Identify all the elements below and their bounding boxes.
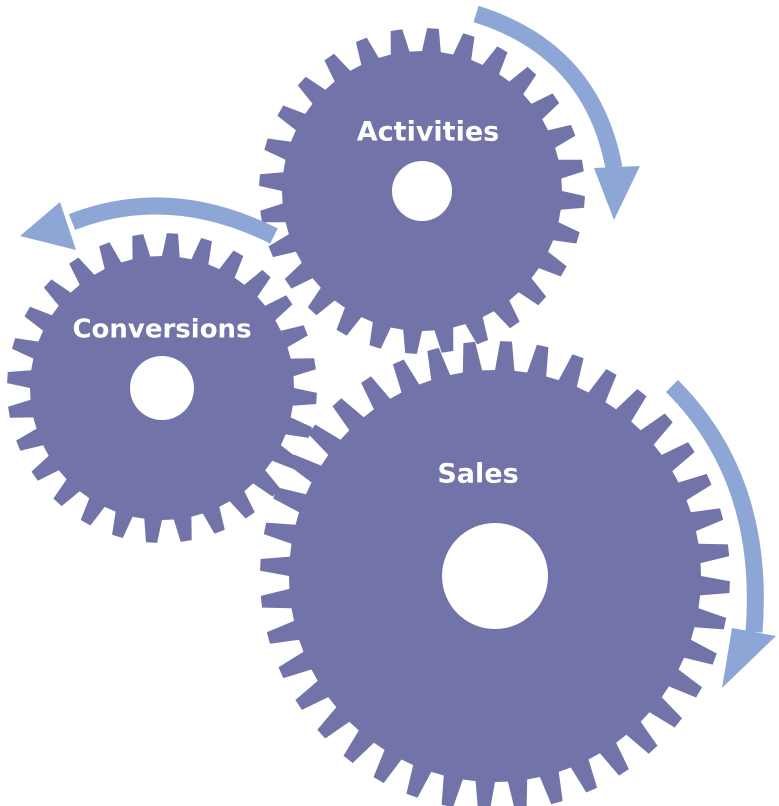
arrow-conversions-counterclockwise — [68, 197, 278, 244]
arrow-conversions-counterclockwise-head — [20, 202, 76, 250]
gear-activities-label: Activities — [357, 117, 499, 148]
gear-sales-label: Sales — [437, 459, 518, 490]
gear-conversions-label: Conversions — [72, 315, 251, 345]
arrow-sales-clockwise — [665, 379, 764, 633]
arrow-activities-clockwise-head — [594, 166, 640, 220]
arrow-sales-clockwise-head — [722, 628, 776, 688]
gear-activities: Activities — [259, 28, 585, 354]
gear-sales-hole — [442, 523, 548, 629]
gear-activities-hole — [392, 161, 452, 221]
arrow-activities-clockwise — [473, 5, 623, 170]
gear-conversions: Conversions — [7, 233, 317, 543]
gear-conversions-hole — [130, 356, 194, 420]
gear-sales: Sales — [260, 341, 730, 806]
